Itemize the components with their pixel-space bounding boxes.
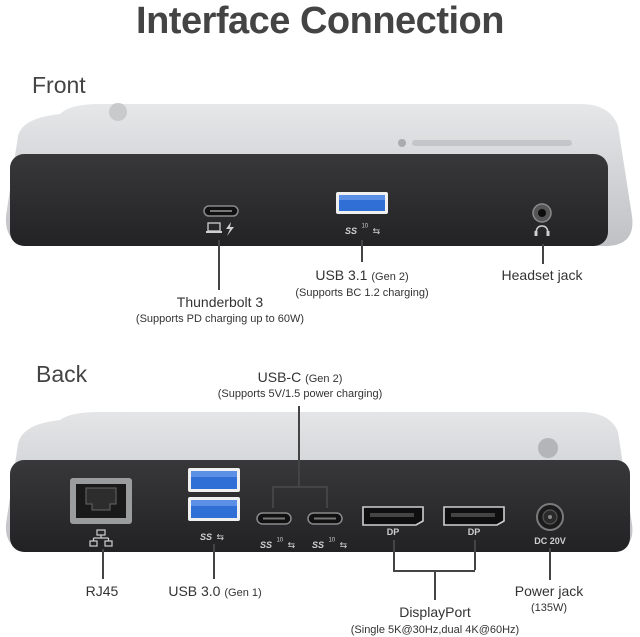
- dp1-label: DP: [386, 527, 400, 537]
- power-connector-line: [549, 548, 551, 580]
- dp-connector-stem: [434, 570, 436, 600]
- network-icon: [89, 529, 113, 547]
- dp-connector-right: [474, 540, 476, 570]
- rj45-label: RJ45: [85, 583, 119, 599]
- back-section-label: Back: [36, 361, 88, 387]
- usbc-connector-stem: [298, 406, 300, 486]
- usbc-detail: (Supports 5V/1.5 power charging): [217, 388, 383, 400]
- thunderbolt-port: [203, 205, 239, 217]
- headset-label: Headset jack: [501, 267, 583, 283]
- usb30-connector-line: [213, 544, 215, 579]
- usbc-connector-left: [272, 486, 274, 508]
- usb31-label: USB 3.1 (Gen 2): [262, 267, 462, 283]
- displayport-2: [443, 506, 505, 526]
- dc-label: DC 20V: [534, 536, 566, 546]
- usbc-port-1: [256, 512, 292, 525]
- power-port: [536, 503, 564, 531]
- usb30-ss-logo-icon: SS ⇆: [200, 532, 225, 542]
- front-section-label: Front: [32, 72, 86, 98]
- usb31-name: USB 3.1: [315, 267, 368, 283]
- headset-icon: [534, 225, 550, 236]
- usb31-port: [336, 192, 388, 214]
- usb31-connector-line: [361, 240, 363, 262]
- usb30-gen: (Gen 1): [224, 587, 262, 599]
- headset-connector-line: [542, 244, 544, 264]
- usb30-label: USB 3.0 (Gen 1): [150, 583, 280, 599]
- usbc-label: USB-C (Gen 2): [200, 369, 400, 385]
- laptop-icon: [206, 222, 234, 236]
- usb31-gen: (Gen 2): [371, 271, 409, 283]
- usbc-name: USB-C: [257, 369, 302, 385]
- usbc-connector-bar: [272, 486, 327, 488]
- usb30-ports: [188, 468, 240, 521]
- usbc-connector-right: [326, 486, 328, 508]
- displayport-label: DisplayPort: [399, 604, 471, 620]
- usbc-port-2: [307, 512, 343, 525]
- thunderbolt-connector-line: [218, 240, 220, 290]
- lightning-icon: [226, 222, 234, 236]
- power-detail: (135W): [530, 602, 568, 614]
- displayport-1: [362, 506, 424, 526]
- thunderbolt-detail: (Supports PD charging up to 60W): [135, 313, 305, 325]
- usbc2-ss-logo-icon: SS 10 ⇆: [312, 537, 348, 550]
- power-label: Power jack: [514, 583, 584, 599]
- front-device: [5, 103, 633, 246]
- thunderbolt-label: Thunderbolt 3: [176, 294, 264, 310]
- rj45-port: [70, 478, 132, 547]
- rj45-connector-line: [102, 549, 104, 579]
- usbc-gen: (Gen 2): [305, 373, 343, 385]
- headset-port: [532, 203, 552, 236]
- usb31-detail: (Supports BC 1.2 charging): [295, 287, 429, 299]
- usbc1-ss-logo-icon: SS 10 ⇆: [260, 537, 296, 550]
- dp-connector-left: [393, 540, 395, 570]
- page-title: Interface Connection: [136, 0, 504, 42]
- usb-ss-logo-icon: SS 10 ⇆: [345, 223, 381, 236]
- usb30-name: USB 3.0: [168, 583, 221, 599]
- dp2-label: DP: [467, 527, 481, 537]
- displayport-detail: (Single 5K@30Hz,dual 4K@60Hz): [350, 624, 520, 636]
